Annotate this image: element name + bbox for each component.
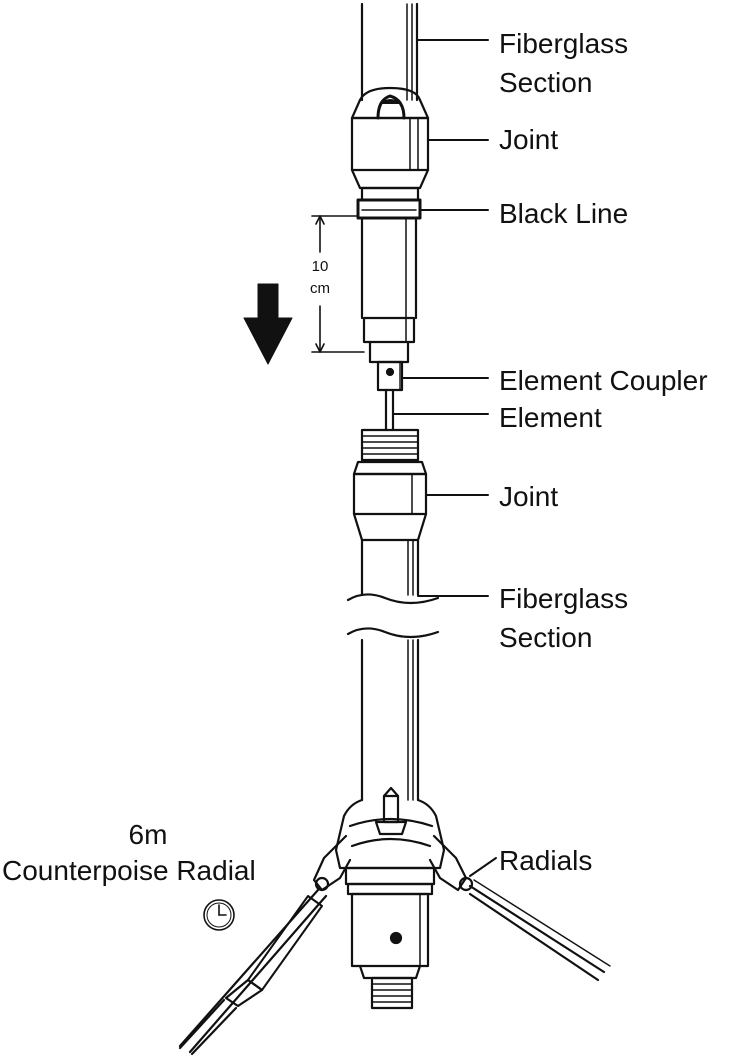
base-hub <box>334 786 446 1010</box>
lower-fiberglass-section <box>346 538 440 802</box>
label-element-coupler: Element Coupler <box>499 365 708 396</box>
radial-left-mount <box>312 834 352 892</box>
label-element: Element <box>499 402 602 433</box>
label-black-line: Black Line <box>499 198 629 229</box>
dimension-bracket <box>311 215 365 353</box>
clock-icon <box>203 899 235 931</box>
radial-right <box>428 834 611 982</box>
dimension-unit: cm <box>310 280 330 297</box>
label-joint-top: Joint <box>499 124 559 155</box>
label-counterpoise-line2: Counterpoise Radial <box>2 855 256 886</box>
label-counterpoise-line1: 6m <box>128 819 168 850</box>
label-radials: Radials <box>499 845 593 876</box>
lower-joint <box>352 460 428 542</box>
label-joint-bottom: Joint <box>499 481 559 512</box>
threaded-end <box>360 428 420 462</box>
label-fiberglass-top-line2: Section <box>499 67 593 98</box>
leader-lines <box>392 39 497 877</box>
down-arrow-icon <box>243 283 293 365</box>
label-fiberglass-bottom-line2: Section <box>499 622 593 653</box>
coupler-tube <box>360 216 418 364</box>
counterpoise-radial <box>178 888 328 1056</box>
element-rod <box>384 388 395 432</box>
element-coupler <box>376 360 404 392</box>
black-line-band <box>356 198 422 220</box>
label-fiberglass-top-line1: Fiberglass <box>499 28 629 59</box>
upper-joint <box>350 86 430 202</box>
label-fiberglass-bottom-line1: Fiberglass <box>499 583 629 614</box>
dimension-value: 10 <box>311 258 329 275</box>
upper-fiberglass-section <box>360 2 419 102</box>
